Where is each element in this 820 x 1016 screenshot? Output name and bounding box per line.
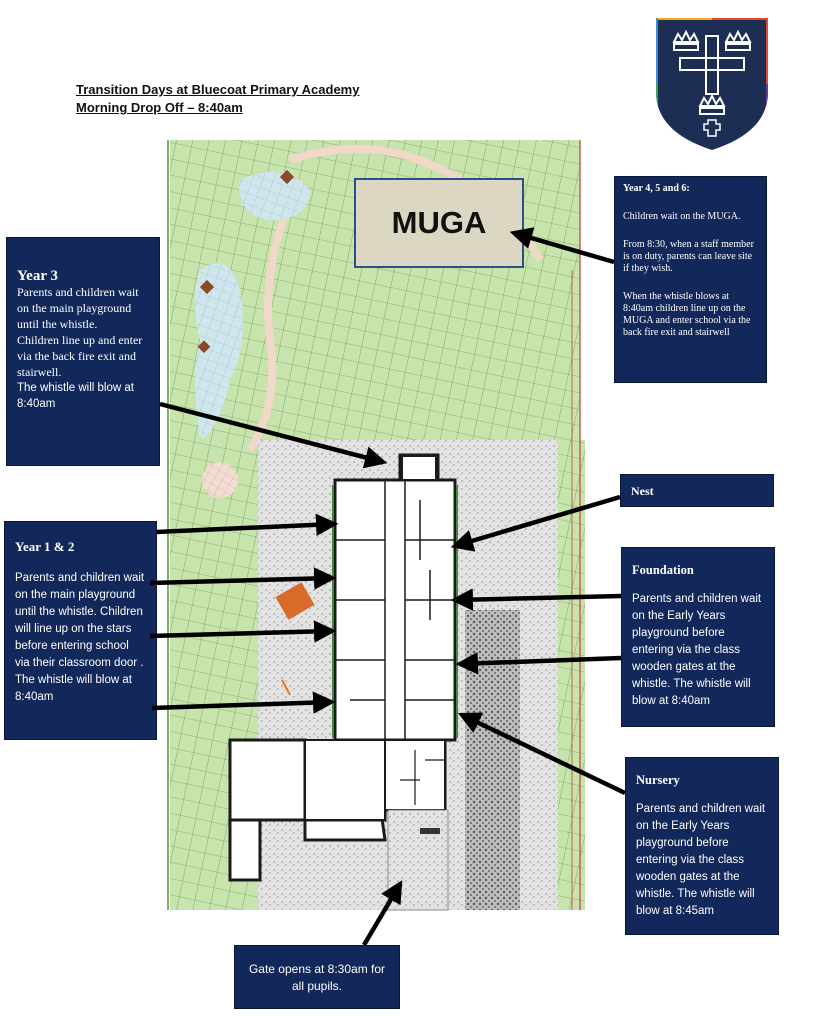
gate-info-box: Gate opens at 8:30am for all pupils.: [234, 945, 400, 1009]
year-1-2-text-1: Parents and children wait on the main pl…: [15, 572, 145, 703]
muga-label-box: MUGA: [354, 178, 524, 268]
year-3-info-box: Year 3 Parents and children wait on the …: [6, 237, 160, 466]
nursery-text-1: Parents and children wait on the Early Y…: [636, 803, 766, 917]
school-crest-icon: [656, 18, 768, 150]
page-subtitle: Morning Drop Off – 8:40am: [76, 100, 243, 115]
year-3-heading: Year 3: [17, 268, 58, 284]
year-1-2-info-box: Year 1 & 2 Parents and children wait on …: [4, 521, 157, 740]
gate-text: Gate opens at 8:30am for all pupils.: [248, 962, 386, 993]
nursery-info-box: Nursery Parents and children wait on the…: [625, 757, 779, 935]
foundation-heading: Foundation: [632, 563, 694, 577]
year-3-text-1: Parents and children wait on the main pl…: [17, 285, 139, 331]
year-4-5-6-text-3: When the whistle blows at 8:40am childre…: [623, 291, 751, 338]
year-4-5-6-text-1: Children wait on the MUGA.: [623, 211, 741, 222]
page-title: Transition Days at Bluecoat Primary Acad…: [76, 82, 360, 97]
year-1-2-heading: Year 1 & 2: [15, 539, 75, 554]
nest-heading: Nest: [631, 484, 654, 498]
year-3-text-3: The whistle will blow at 8:40am: [17, 382, 134, 410]
year-4-5-6-info-box: Year 4, 5 and 6: Children wait on the MU…: [614, 176, 767, 383]
foundation-info-box: Foundation Parents and children wait on …: [621, 547, 775, 727]
year-4-5-6-text-2: From 8:30, when a staff member is on dut…: [623, 239, 754, 274]
nest-info-box: Nest: [620, 474, 774, 507]
foundation-text-1: Parents and children wait on the Early Y…: [632, 593, 762, 707]
nursery-heading: Nursery: [636, 773, 680, 787]
year-4-5-6-heading: Year 4, 5 and 6:: [623, 183, 690, 194]
year-3-text-2: Children line up and enter via the back …: [17, 333, 143, 379]
